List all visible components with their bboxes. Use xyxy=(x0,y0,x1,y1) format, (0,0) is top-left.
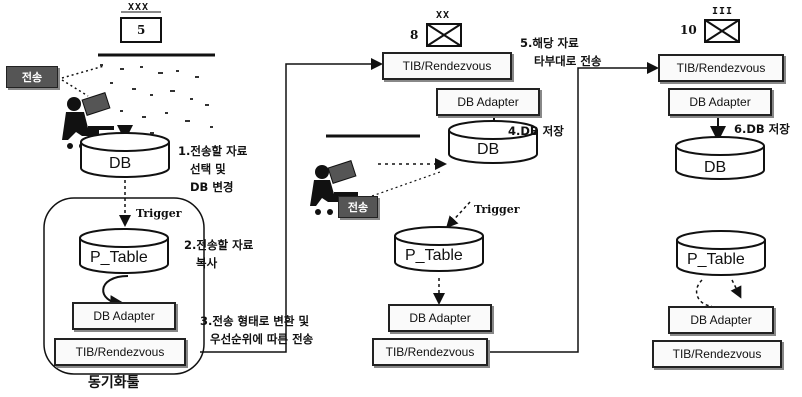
p-table-label-middle: P_Table xyxy=(405,247,463,264)
trigger-label-middle: Trigger xyxy=(474,204,520,215)
rendezvous-right-bottom[interactable]: TIB/Rendezvous xyxy=(652,340,782,368)
rendezvous-left[interactable]: TIB/Rendezvous xyxy=(54,338,186,366)
unit-tag-right: III xyxy=(712,6,733,17)
unit-number-right: 10 xyxy=(680,23,697,37)
db-adapter-left[interactable]: DB Adapter xyxy=(72,302,176,330)
rendezvous-middle-top[interactable]: TIB/Rendezvous xyxy=(382,52,512,80)
sync-tool-label: 동기화툴 xyxy=(88,376,140,390)
step2-line2: 복사 xyxy=(196,258,217,270)
unit-tag-left: XXX xyxy=(128,2,149,13)
db-label-left: DB xyxy=(109,155,131,172)
send-badge-middle[interactable]: 전송 xyxy=(338,196,378,218)
send-badge-left[interactable]: 전송 xyxy=(6,66,58,88)
step3-line2: 우선순위에 따른 전송 xyxy=(210,334,313,346)
trigger-label-left: Trigger xyxy=(136,208,182,219)
step2-line1: 2.전송할 자료 xyxy=(184,240,253,252)
step5-line2: 타부대로 전송 xyxy=(534,56,601,68)
step6-label: 6.DB 저장 xyxy=(734,124,790,136)
rendezvous-right-top[interactable]: TIB/Rendezvous xyxy=(658,54,784,82)
db-adapter-right-top[interactable]: DB Adapter xyxy=(668,88,772,116)
step1-line3: DB 변경 xyxy=(190,182,233,194)
db-adapter-right-bottom[interactable]: DB Adapter xyxy=(668,306,774,334)
step5-line1: 5.해당 자료 xyxy=(520,38,579,50)
unit-tag-middle: XX xyxy=(436,10,450,21)
step4-label: 4.DB 저장 xyxy=(508,126,564,138)
p-table-label-left: P_Table xyxy=(90,249,148,266)
unit-number-middle: 8 xyxy=(410,28,418,42)
step1-line2: 선택 및 xyxy=(190,164,226,176)
db-adapter-middle-top[interactable]: DB Adapter xyxy=(436,88,540,116)
unit-number-left: 5 xyxy=(137,23,145,37)
db-label-middle: DB xyxy=(477,141,499,158)
rendezvous-middle-bottom[interactable]: TIB/Rendezvous xyxy=(372,338,488,366)
step3-line1: 3.전송 형태로 변환 및 xyxy=(200,316,309,328)
transmission-dots xyxy=(100,64,213,134)
step1-line1: 1.전송할 자료 xyxy=(178,146,247,158)
db-label-right: DB xyxy=(704,159,726,176)
p-table-label-right: P_Table xyxy=(687,251,745,268)
db-adapter-middle-bottom[interactable]: DB Adapter xyxy=(388,304,492,332)
